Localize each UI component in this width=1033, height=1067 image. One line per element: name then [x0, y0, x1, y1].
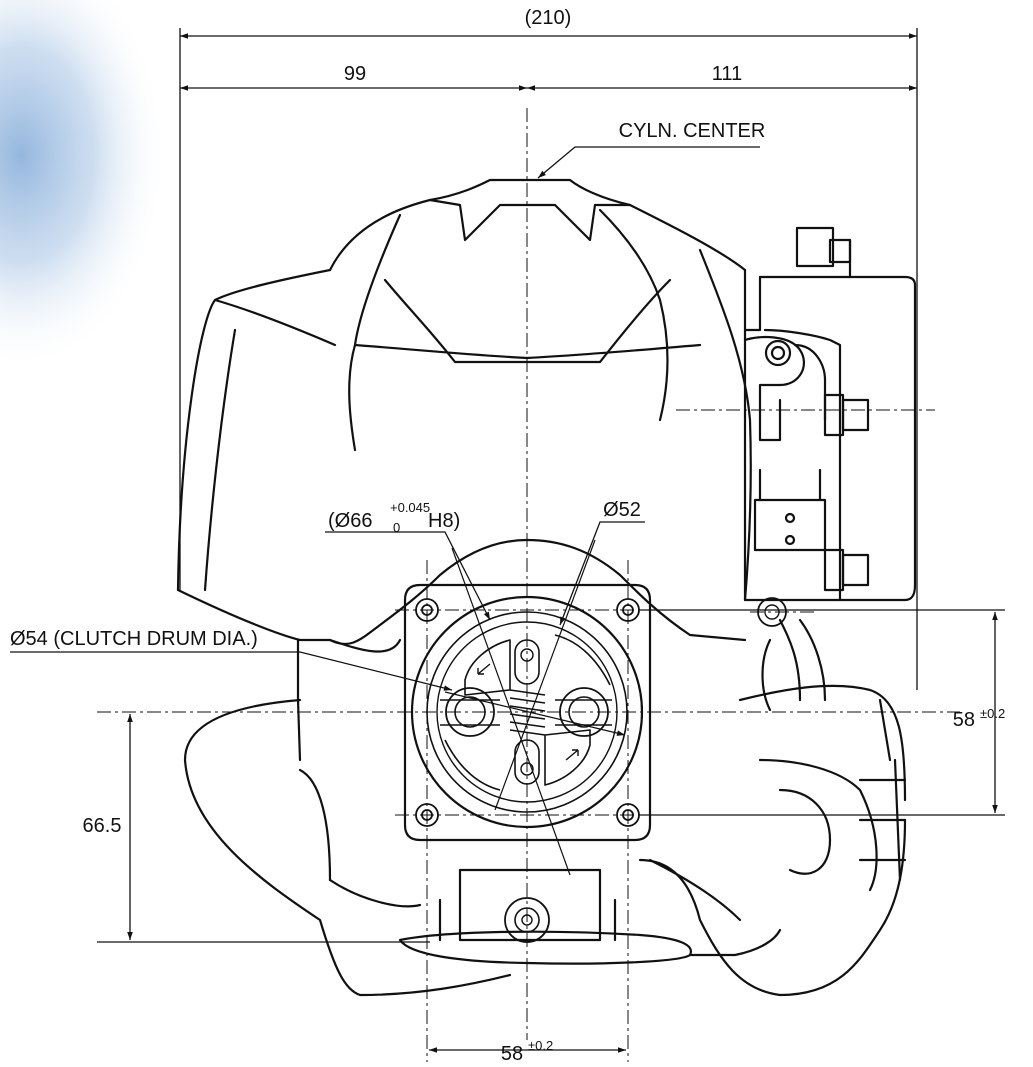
clutch-flange — [403, 583, 787, 943]
dim-bore-tol-lower: 0 — [393, 520, 400, 535]
dim-left-width: 99 — [344, 63, 366, 85]
dim-bolt-pitch-horizontal-tol: ±0.2 — [528, 1038, 553, 1053]
dim-bore-prefix: (Ø66 — [328, 510, 372, 532]
dim-overall-width: (210) — [525, 7, 572, 29]
engine-outline — [176, 178, 917, 997]
dim-clutch-drum: Ø54 (CLUTCH DRUM DIA.) — [10, 628, 258, 650]
dim-bore-suffix: H8) — [428, 510, 460, 532]
label-cylinder-center: CYLN. CENTER — [619, 120, 766, 142]
dim-right-width: 111 — [712, 63, 742, 85]
flange-bolt-holes — [415, 598, 640, 827]
dim-shoe-diameter: Ø52 — [603, 499, 641, 521]
dim-bore-tol-upper: +0.045 — [390, 500, 430, 515]
dim-height-to-center: 66.5 — [83, 815, 122, 837]
dim-bolt-pitch-vertical-tol: ±0.2 — [980, 706, 1005, 721]
dimension-lines — [10, 28, 1005, 1053]
dim-bolt-pitch-vertical: 58 — [953, 709, 975, 731]
dimension-labels: (210) 99 111 CYLN. CENTER (Ø66 +0.045 0 … — [10, 7, 1005, 1065]
dim-bolt-pitch-horizontal: 58 — [501, 1043, 523, 1062]
